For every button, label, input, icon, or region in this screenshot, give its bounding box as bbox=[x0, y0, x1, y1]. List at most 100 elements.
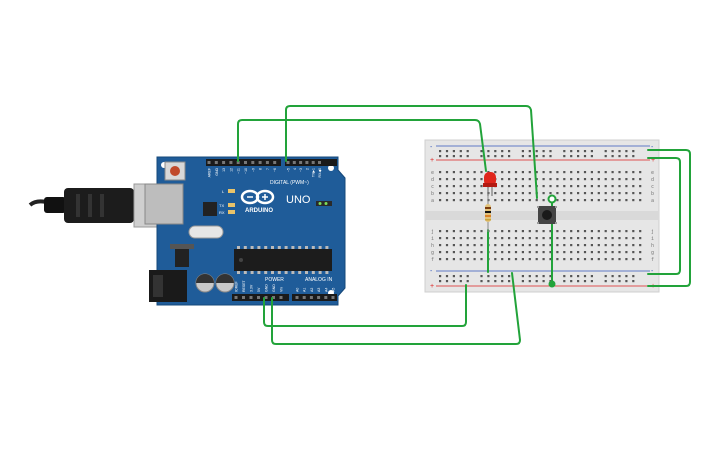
pin-label: ~11 bbox=[237, 168, 241, 174]
rail-minus-label-right-bottom: - bbox=[651, 268, 654, 275]
wire-5v-to-rail bbox=[263, 284, 467, 327]
header-pin[interactable] bbox=[317, 296, 321, 299]
header-pin[interactable] bbox=[251, 161, 255, 164]
header-pin[interactable] bbox=[244, 161, 247, 164]
wire-rail-jumper-inner bbox=[647, 157, 681, 275]
svg-text:i: i bbox=[651, 236, 654, 242]
pin-label: Vin bbox=[280, 287, 284, 292]
header-pin[interactable] bbox=[264, 296, 268, 299]
pin-label: A3 bbox=[317, 288, 321, 292]
model-label: UNO bbox=[286, 194, 311, 206]
header-pin[interactable] bbox=[299, 161, 303, 164]
pin-label: GND bbox=[265, 284, 269, 292]
header-pin[interactable] bbox=[273, 161, 277, 164]
wire-pin13-to-led bbox=[237, 119, 487, 172]
pin-label: 2 bbox=[305, 168, 309, 170]
svg-text:b: b bbox=[431, 191, 434, 197]
arduino-logo bbox=[240, 189, 275, 205]
header-pin[interactable] bbox=[214, 161, 218, 164]
brand-label: ARDUINO bbox=[245, 208, 273, 214]
header-pin[interactable] bbox=[265, 161, 269, 164]
header-pin[interactable] bbox=[279, 296, 283, 299]
power-header[interactable] bbox=[232, 294, 337, 301]
header-pin[interactable] bbox=[309, 296, 313, 299]
rail-minus-label-right: - bbox=[651, 144, 654, 151]
usb-cable[interactable] bbox=[28, 183, 163, 228]
wire-pin2-to-button bbox=[285, 105, 538, 199]
header-pin[interactable] bbox=[331, 296, 335, 299]
pin-label: 7 bbox=[266, 168, 270, 170]
wires[interactable] bbox=[237, 105, 691, 345]
digital-header[interactable] bbox=[206, 159, 337, 166]
svg-text:a: a bbox=[431, 198, 434, 204]
pin-label: ~5 bbox=[287, 168, 291, 172]
pin-label: A0 bbox=[296, 288, 300, 292]
pin-label: ~6 bbox=[273, 168, 277, 172]
capacitors bbox=[195, 273, 235, 293]
svg-text:d: d bbox=[651, 177, 654, 183]
wire-gnd-to-rail bbox=[271, 272, 521, 345]
svg-text:RX: RX bbox=[219, 210, 225, 215]
svg-text:h: h bbox=[431, 243, 434, 249]
pin-label: A2 bbox=[310, 288, 314, 292]
header-pin[interactable] bbox=[318, 161, 321, 164]
pin-label: TX▶1 bbox=[312, 168, 316, 177]
header-pin[interactable] bbox=[242, 296, 245, 299]
wire-rail-jumper-outer bbox=[647, 149, 691, 287]
pin-label: 3.3V bbox=[250, 284, 254, 292]
wire-endpoint-selected[interactable] bbox=[548, 280, 556, 288]
svg-text:c: c bbox=[651, 184, 654, 190]
svg-text:b: b bbox=[651, 191, 654, 197]
header-pin[interactable] bbox=[258, 161, 262, 164]
svg-text:c: c bbox=[431, 184, 434, 190]
header-pin[interactable] bbox=[229, 161, 233, 164]
usb-chip bbox=[203, 202, 217, 216]
header-pin[interactable] bbox=[302, 296, 306, 299]
reset-button[interactable] bbox=[164, 161, 186, 181]
svg-text:e: e bbox=[431, 170, 434, 176]
header-pin[interactable] bbox=[295, 296, 299, 299]
svg-text:i: i bbox=[431, 236, 434, 242]
svg-text:h: h bbox=[651, 243, 654, 249]
svg-text:L: L bbox=[222, 189, 225, 194]
rail-plus-label-right: + bbox=[651, 157, 655, 164]
pin-label: GND bbox=[272, 284, 276, 292]
red-led[interactable] bbox=[483, 172, 497, 196]
atmega-chip bbox=[234, 246, 332, 274]
header-pin[interactable] bbox=[249, 296, 253, 299]
header-pin[interactable] bbox=[305, 161, 309, 164]
pushbutton[interactable] bbox=[537, 206, 557, 224]
resistor[interactable] bbox=[485, 196, 491, 232]
header-pin[interactable] bbox=[324, 296, 328, 299]
svg-text:j: j bbox=[651, 229, 654, 235]
svg-text:a: a bbox=[651, 198, 654, 204]
pin-label: 12 bbox=[229, 168, 233, 172]
pin-label: IOREF bbox=[235, 281, 239, 292]
svg-text:f: f bbox=[651, 257, 654, 263]
pin-label: RESET bbox=[242, 279, 246, 292]
svg-text:g: g bbox=[651, 250, 654, 256]
header-pin[interactable] bbox=[272, 296, 275, 299]
analog-header-label: ANALOG IN bbox=[305, 277, 333, 283]
header-pin[interactable] bbox=[292, 161, 296, 164]
header-pin[interactable] bbox=[207, 161, 211, 164]
pin-label: ~10 bbox=[244, 168, 248, 174]
pin-label: 8 bbox=[259, 168, 263, 170]
header-pin[interactable] bbox=[311, 161, 315, 164]
pin-label: A5 bbox=[332, 288, 336, 292]
power-header-label: POWER bbox=[265, 277, 284, 283]
pin-label: RX◀0 bbox=[318, 168, 322, 178]
pin-label: A1 bbox=[303, 288, 307, 292]
pin-label: ~9 bbox=[251, 168, 255, 172]
wire-endpoint[interactable] bbox=[547, 194, 557, 204]
header-pin[interactable] bbox=[286, 161, 290, 164]
header-pin[interactable] bbox=[257, 296, 260, 299]
rail-plus-label: + bbox=[430, 157, 434, 164]
rail-minus-label: - bbox=[430, 144, 433, 151]
header-pin[interactable] bbox=[236, 161, 240, 164]
header-pin[interactable] bbox=[234, 296, 238, 299]
header-pin[interactable] bbox=[222, 161, 226, 164]
